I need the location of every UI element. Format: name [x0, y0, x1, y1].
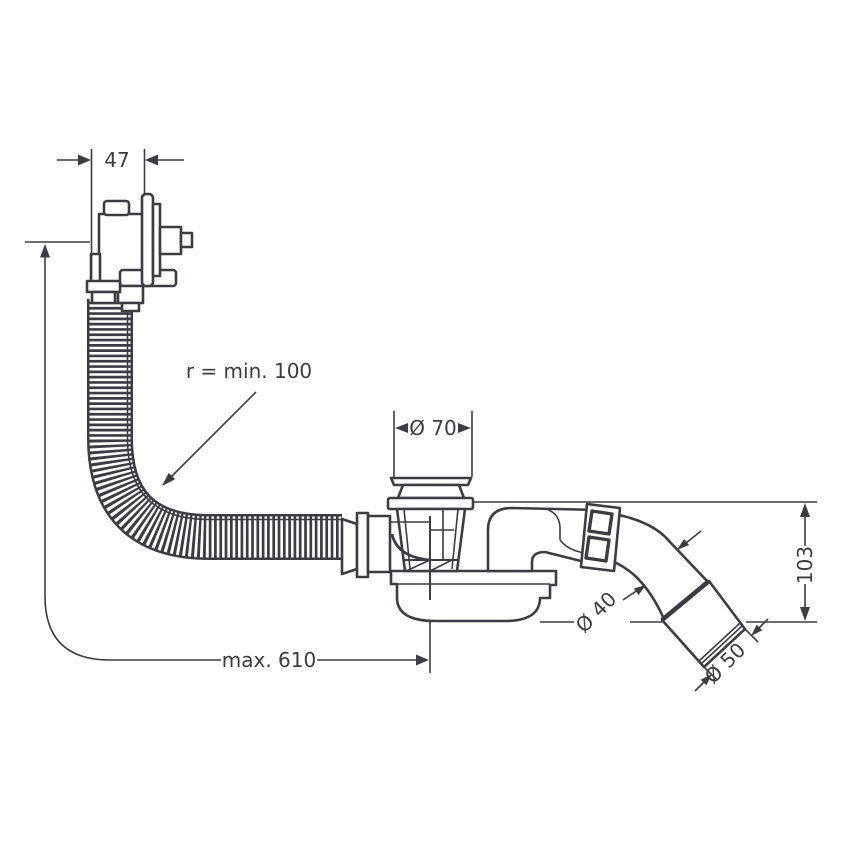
arrow-right-icon	[78, 154, 91, 166]
knob-stub	[179, 231, 194, 249]
arrow-shaft-upper	[685, 530, 702, 544]
hose-nut	[85, 279, 122, 294]
pipe-clip	[579, 502, 622, 573]
pipe-diameter-label: Ø 40	[571, 587, 622, 638]
sleeve-joint	[660, 579, 711, 622]
arrow-right-icon	[458, 423, 471, 433]
arrow-up-right-icon	[700, 674, 712, 686]
trap-bowl	[389, 569, 558, 623]
dim-flange-diameter: Ø 70	[393, 411, 473, 477]
clip-hole-bottom	[584, 535, 611, 563]
extension-lines-outlet-height	[474, 501, 817, 623]
flange-diameter-label: Ø 70	[409, 416, 457, 440]
waste-cap	[389, 476, 473, 487]
arrow-down-left-icon	[751, 624, 763, 636]
clip-hole-top	[587, 509, 614, 536]
arrow-down-left-icon	[162, 472, 176, 486]
arrow-left-icon	[395, 423, 408, 433]
dim-max-length: max. 610	[25, 241, 431, 673]
outlet-height-label: 103	[793, 546, 817, 584]
valve-internals	[390, 508, 458, 600]
body-cap	[102, 199, 131, 217]
overflow-body	[85, 192, 194, 313]
arrow-up-icon	[40, 244, 50, 258]
arrow-down-left-icon	[677, 539, 689, 550]
leader-line	[169, 391, 257, 479]
bowl-outline	[389, 569, 558, 623]
seal-flange	[140, 192, 155, 288]
arrow-up-right-icon	[633, 585, 646, 595]
arrow-down-icon	[800, 607, 810, 621]
elbow-housing-step	[120, 301, 141, 313]
waste-neck	[396, 483, 466, 500]
fitting-spigot	[366, 514, 392, 574]
elbow-contours	[543, 507, 598, 557]
hose-inner-contour	[126, 299, 342, 521]
arrow-left-icon	[145, 154, 158, 166]
sleeve-end-rings	[697, 622, 743, 665]
elbow-housing	[116, 284, 145, 305]
dim-overflow-width: 47	[57, 148, 184, 278]
hose-cuff	[340, 517, 359, 576]
fitting-nut	[355, 511, 370, 579]
arrow-right-icon	[416, 654, 429, 666]
hose-fitting	[340, 511, 392, 579]
control-knob	[158, 225, 183, 256]
waste-valve	[386, 476, 475, 600]
max-length-label: max. 610	[222, 648, 316, 672]
dim-outlet-height: 103	[793, 503, 817, 621]
hose-ribs	[89, 299, 342, 558]
dim-bend-radius: r = min. 100	[162, 359, 312, 486]
arrow-up-icon	[800, 503, 810, 517]
dimension-leader	[44, 257, 221, 661]
hose-collar	[90, 290, 117, 305]
bend-radius-label: r = min. 100	[186, 359, 312, 383]
overflow-width-label: 47	[104, 148, 129, 172]
body-step	[89, 252, 102, 284]
arrow-shaft-lower	[622, 589, 638, 601]
crossbar-diagonals	[405, 559, 453, 572]
flexible-hose	[87, 299, 342, 560]
extension-lines	[393, 411, 473, 477]
waste-flange	[386, 496, 475, 511]
